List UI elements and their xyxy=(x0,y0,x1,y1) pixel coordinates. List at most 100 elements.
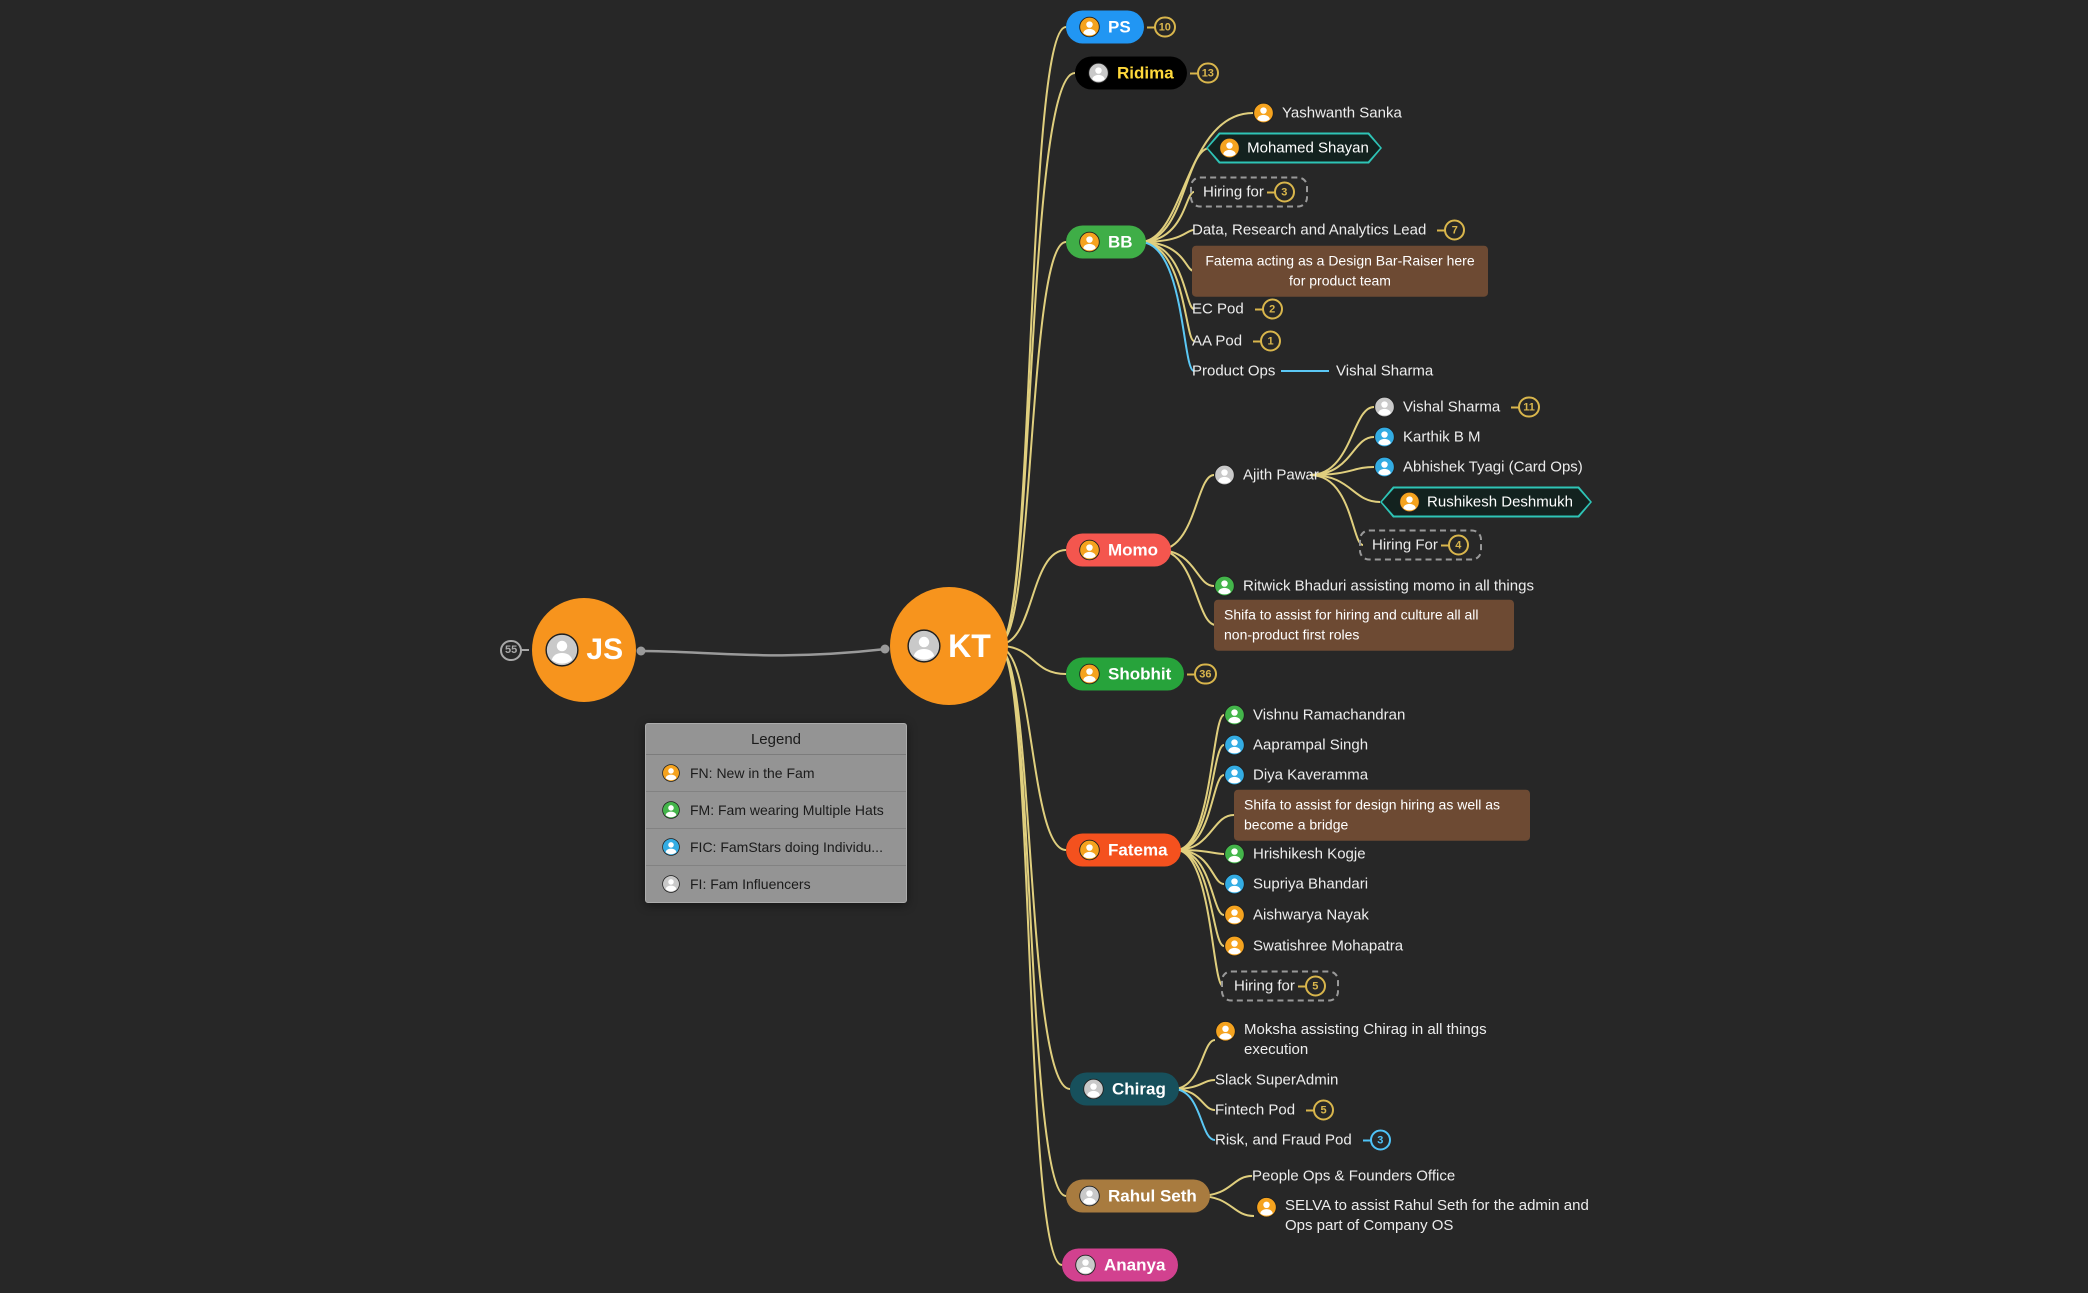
node-mohamed-shayan[interactable]: Mohamed Shayan xyxy=(1206,133,1382,164)
node-karthik-b-m[interactable]: Karthik B M xyxy=(1374,427,1481,448)
node-bb-hiring-for[interactable]: Hiring for 3 xyxy=(1190,176,1308,208)
node-label: BB xyxy=(1108,232,1133,251)
node-slack-superadmin[interactable]: Slack SuperAdmin xyxy=(1215,1072,1338,1089)
node-hrishikesh-kogje[interactable]: Hrishikesh Kogje xyxy=(1224,844,1366,865)
node-label: SELVA to assist Rahul Seth for the admin… xyxy=(1285,1196,1589,1234)
node-label: Ritwick Bhaduri assisting momo in all th… xyxy=(1243,577,1534,595)
legend-item-fic: FIC: FamStars doing Individu... xyxy=(646,829,906,866)
branch-fatema: Fatema xyxy=(1066,833,1181,867)
node-momo[interactable]: Momo xyxy=(1066,533,1172,567)
node-label: Aaprampal Singh xyxy=(1253,736,1369,754)
node-ritwick-bhaduri[interactable]: Ritwick Bhaduri assisting momo in all th… xyxy=(1214,576,1534,597)
branch-shobhit: Shobhit 36 xyxy=(1066,657,1217,691)
node-vishal-sharma-product-ops[interactable]: Vishal Sharma xyxy=(1336,363,1433,380)
node-label: Ananya xyxy=(1104,1255,1166,1274)
node-data-research-analytics-lead[interactable]: Data, Research and Analytics Lead 7 xyxy=(1192,219,1466,241)
node-label: Vishnu Ramachandran xyxy=(1253,706,1406,724)
node-label: Swatishree Mohapatra xyxy=(1253,937,1404,955)
legend-title: Legend xyxy=(646,724,906,755)
count-badge[interactable]: 2 xyxy=(1261,298,1283,320)
node-vishal-sharma[interactable]: Vishal Sharma 11 xyxy=(1374,396,1540,418)
node-label: Rushikesh Deshmukh xyxy=(1427,493,1573,511)
node-label: Aishwarya Nayak xyxy=(1253,906,1369,924)
node-moksha[interactable]: Moksha assisting Chirag in all things ex… xyxy=(1215,1020,1515,1061)
node-yashwanth-sanka[interactable]: Yashwanth Sanka xyxy=(1253,103,1402,124)
node-label: Shobhit xyxy=(1108,664,1172,683)
fn-person-icon xyxy=(1224,905,1245,926)
node-risk-fraud-pod[interactable]: Risk, and Fraud Pod 3 xyxy=(1215,1129,1391,1151)
count-badge[interactable]: 3 xyxy=(1273,181,1295,203)
node-label: KT xyxy=(948,627,991,664)
fi-person-icon xyxy=(545,633,579,667)
fn-person-icon xyxy=(1079,232,1100,253)
node-label: Vishal Sharma xyxy=(1403,398,1501,416)
node-label: Supriya Bhandari xyxy=(1253,875,1369,893)
count-badge[interactable]: 55 xyxy=(500,639,523,661)
node-label: Hiring For xyxy=(1372,536,1438,554)
node-label: Data, Research and Analytics Lead xyxy=(1192,221,1427,239)
node-ps[interactable]: PS xyxy=(1066,10,1144,44)
fm-person-icon xyxy=(1224,844,1245,865)
fi-person-icon xyxy=(1088,63,1109,84)
node-diya-kaveramma[interactable]: Diya Kaveramma xyxy=(1224,765,1368,786)
node-bb-note[interactable]: Fatema acting as a Design Bar-Raiser her… xyxy=(1192,245,1488,297)
fn-person-icon xyxy=(1253,103,1274,124)
node-chirag[interactable]: Chirag xyxy=(1070,1072,1179,1106)
fm-person-icon xyxy=(662,801,680,819)
node-label: JS xyxy=(586,633,624,666)
node-ec-pod[interactable]: EC Pod 2 xyxy=(1192,298,1283,320)
node-people-ops-founders-office[interactable]: People Ops & Founders Office xyxy=(1252,1168,1455,1185)
count-badge[interactable]: 13 xyxy=(1196,62,1219,84)
count-badge[interactable]: 11 xyxy=(1518,396,1540,418)
fic-person-icon xyxy=(662,838,680,856)
count-badge[interactable]: 5 xyxy=(1304,975,1326,997)
count-badge[interactable]: 3 xyxy=(1369,1129,1391,1151)
node-bb[interactable]: BB xyxy=(1066,225,1146,259)
fi-person-icon xyxy=(1079,1186,1100,1207)
node-js[interactable]: JS xyxy=(532,598,637,702)
legend-item-label: FM: Fam wearing Multiple Hats xyxy=(690,802,884,818)
node-momo-hiring-for[interactable]: Hiring For 4 xyxy=(1359,529,1482,561)
node-aishwarya-nayak[interactable]: Aishwarya Nayak xyxy=(1224,905,1369,926)
count-badge[interactable]: 10 xyxy=(1153,16,1176,38)
node-fatema-note[interactable]: Shifa to assist for design hiring as wel… xyxy=(1234,789,1530,841)
node-shobhit[interactable]: Shobhit xyxy=(1066,657,1185,691)
node-label: Hiring for xyxy=(1203,183,1264,201)
node-swatishree-mohapatra[interactable]: Swatishree Mohapatra xyxy=(1224,936,1403,957)
node-product-ops[interactable]: Product Ops xyxy=(1192,363,1275,380)
node-label: Slack SuperAdmin xyxy=(1215,1071,1339,1089)
node-rahul-seth[interactable]: Rahul Seth xyxy=(1066,1179,1210,1213)
node-ananya[interactable]: Ananya xyxy=(1062,1248,1179,1282)
legend-item-label: FN: New in the Fam xyxy=(690,765,815,781)
node-rushikesh-deshmukh[interactable]: Rushikesh Deshmukh xyxy=(1380,487,1592,518)
node-supriya-bhandari[interactable]: Supriya Bhandari xyxy=(1224,874,1368,895)
count-badge[interactable]: 36 xyxy=(1194,663,1217,685)
fn-person-icon xyxy=(1399,492,1420,513)
node-fatema[interactable]: Fatema xyxy=(1066,833,1181,867)
count-badge[interactable]: 5 xyxy=(1313,1099,1335,1121)
node-label: Ajith Pawar xyxy=(1243,466,1319,484)
node-vishnu-ramachandran[interactable]: Vishnu Ramachandran xyxy=(1224,705,1405,726)
node-momo-note[interactable]: Shifa to assist for hiring and culture a… xyxy=(1214,599,1514,651)
count-badge[interactable]: 1 xyxy=(1260,330,1282,352)
branch-ps: PS 10 xyxy=(1066,10,1176,44)
node-fatema-hiring-for[interactable]: Hiring for 5 xyxy=(1221,970,1339,1002)
node-kt[interactable]: KT xyxy=(890,587,1008,705)
count-badge[interactable]: 4 xyxy=(1447,534,1469,556)
node-ajith-pawar[interactable]: Ajith Pawar xyxy=(1214,465,1319,486)
node-fintech-pod[interactable]: Fintech Pod 5 xyxy=(1215,1099,1335,1121)
legend-panel: Legend FN: New in the Fam FM: Fam wearin… xyxy=(645,723,907,903)
node-ridima[interactable]: Ridima xyxy=(1075,56,1187,90)
node-label: Rahul Seth xyxy=(1108,1186,1197,1205)
node-label: Diya Kaveramma xyxy=(1253,766,1369,784)
node-abhishek-tyagi[interactable]: Abhishek Tyagi (Card Ops) xyxy=(1374,457,1583,478)
node-aaprampal-singh[interactable]: Aaprampal Singh xyxy=(1224,735,1368,756)
node-selva[interactable]: SELVA to assist Rahul Seth for the admin… xyxy=(1256,1196,1616,1237)
count-badge[interactable]: 7 xyxy=(1444,219,1466,241)
fi-person-icon xyxy=(662,875,680,893)
legend-item-fn: FN: New in the Fam xyxy=(646,755,906,792)
node-aa-pod[interactable]: AA Pod 1 xyxy=(1192,330,1282,352)
node-label: Yashwanth Sanka xyxy=(1282,104,1402,122)
